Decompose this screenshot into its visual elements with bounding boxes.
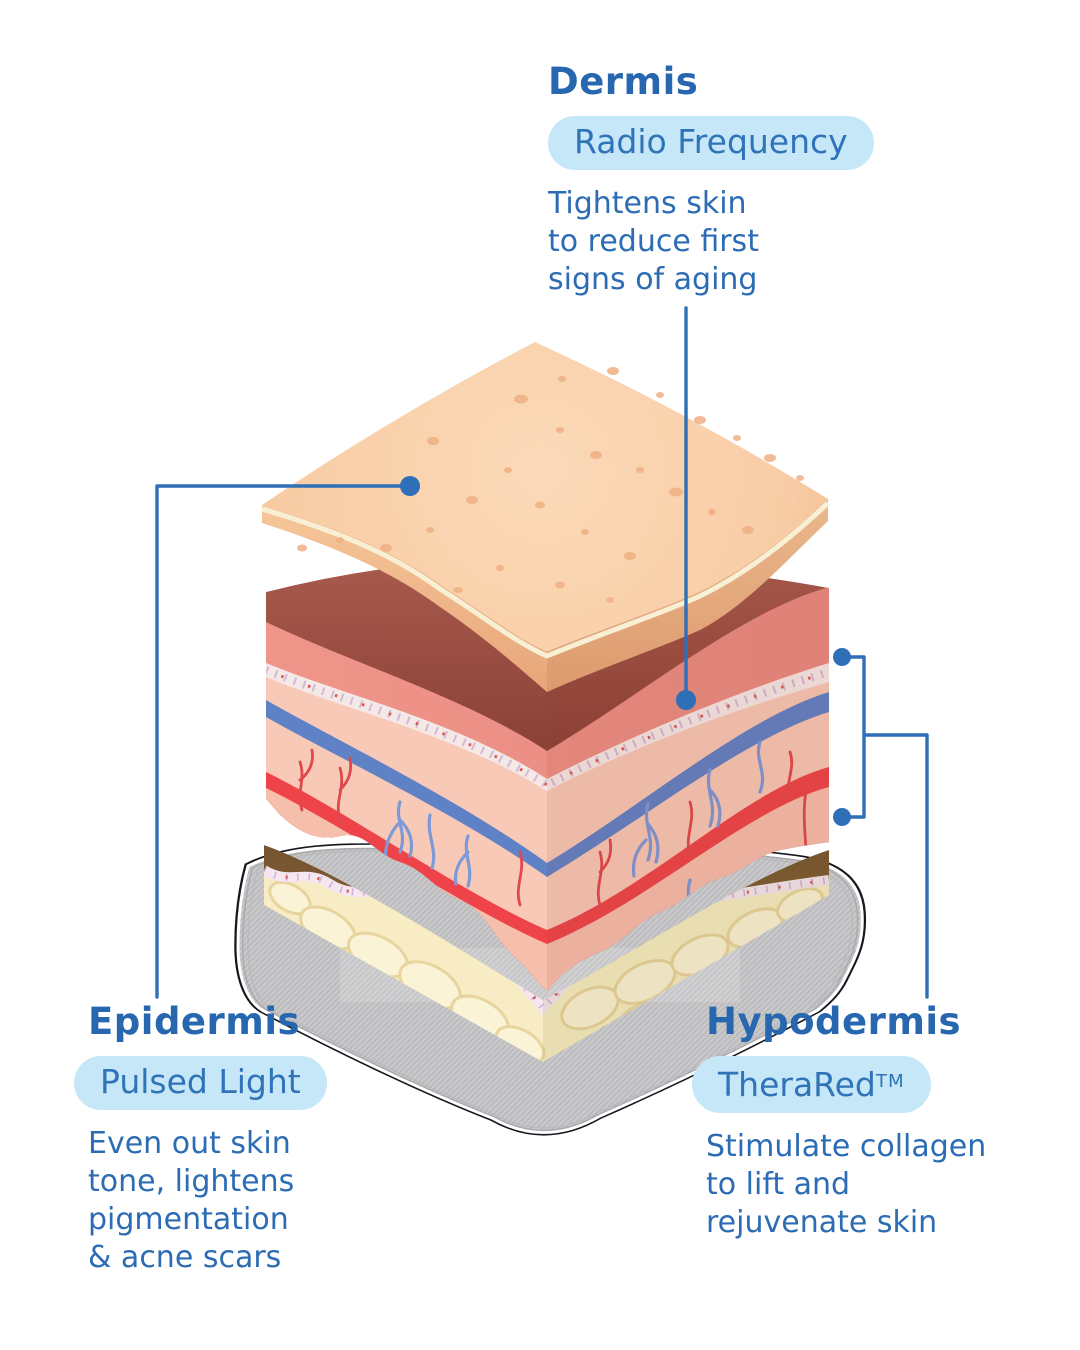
hypodermis-heading: Hypodermis: [706, 1000, 962, 1043]
hypodermis-description: Stimulate collagen to lift and rejuvenat…: [706, 1129, 987, 1241]
hypodermis-leader-line: [862, 733, 929, 999]
leader-dots: [400, 476, 851, 826]
epidermis-treatment-pill: Pulsed Light: [74, 1056, 327, 1110]
epidermis-label-group: Epidermis Pulsed Light Even out skin ton…: [74, 1000, 327, 1277]
dermis-description: Tightens skin to reduce first signs of a…: [548, 186, 759, 297]
dermis-treatment-text: Radio Frequency: [574, 122, 848, 161]
epidermis-leader-line: [155, 484, 412, 999]
dermis-treatment-pill: Radio Frequency: [548, 116, 874, 170]
hypodermis-treatment-text: TheraRed: [718, 1065, 876, 1105]
epidermis-heading: Epidermis: [88, 1000, 301, 1043]
epidermis-description: Even out skin tone, lightens pigmentatio…: [88, 1126, 295, 1275]
epidermis-rim-highlight: [261, 501, 830, 659]
dermis-label-group: Dermis Radio Frequency Tightens skin to …: [548, 60, 874, 299]
leader-lines: [155, 306, 929, 999]
epidermis-leader-dot: [400, 476, 420, 496]
dermis-bracket: [840, 655, 866, 819]
dermis-leader-dot: [676, 690, 696, 710]
hypodermis-label-group: Hypodermis TheraRedTM Stimulate collagen…: [692, 1000, 987, 1242]
dermis-heading: Dermis: [548, 60, 699, 103]
bracket-bottom-dot: [833, 808, 851, 826]
skin-pores: [297, 367, 804, 603]
bracket-top-dot: [833, 648, 851, 666]
epidermis-treatment-text: Pulsed Light: [100, 1062, 301, 1101]
trademark-superscript: TM: [875, 1071, 905, 1092]
hypodermis-treatment-pill: TheraRedTM: [692, 1056, 931, 1114]
